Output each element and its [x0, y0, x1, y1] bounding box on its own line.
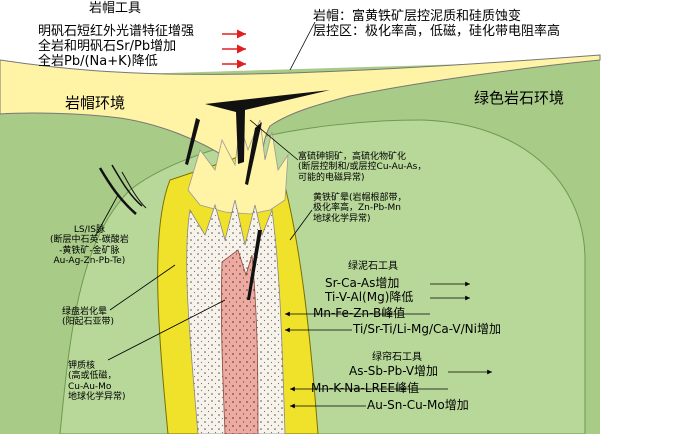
gossan-tool-1: 明矾石短红外光谱特征增强	[38, 24, 195, 39]
enargite-line-3: 可能的电磁异常)	[298, 172, 365, 183]
leader-enargite	[249, 119, 299, 161]
pyrite-line-1: 黄铁矿晕(岩帽根部带，	[313, 193, 407, 203]
enargite-line-1: 富硫砷铜矿，高硫化物矿化	[298, 152, 407, 162]
chlorite-tool-3: Mn-Fe-Zn-B峰值	[313, 306, 406, 320]
chlorite-halo-annotation: 绿盘岩化晕 (阳起石亚带)	[62, 307, 114, 328]
leader-vein	[95, 194, 119, 236]
enargite-vein-3	[247, 230, 262, 300]
chlorite-tool-2: Ti-V-Al(Mg)降低	[325, 290, 414, 304]
epidote-tool-1: As-Sb-Pb-V增加	[349, 364, 439, 378]
gossan-environment-label: 岩帽环境	[65, 94, 126, 112]
chlorite-halo-line-1: 绿盘岩化晕	[62, 307, 108, 317]
greenstone-environment-label: 绿色岩石环境	[474, 89, 565, 107]
pyrite-halo-annotation: 黄铁矿晕(岩帽根部带， 极化率高，Zn-Pb-Mn 地球化学异常)	[313, 193, 407, 224]
ls-is-vein-1	[98, 167, 137, 215]
enargite-line-2: (断层控制和/或层控Cu-Au-As，	[298, 162, 427, 173]
potassic-line-3: Cu-Au-Mo	[68, 381, 112, 392]
vein-line-1: LS/IS脉	[73, 225, 105, 235]
chlorite-tools-title: 绿泥石工具	[348, 261, 398, 272]
chlorite-halo-line-2: (阳起石亚带)	[62, 317, 115, 328]
epidote-tools-title: 绿帘石工具	[372, 352, 422, 363]
leader-potassic	[107, 299, 226, 361]
vein-annotation: LS/IS脉 (断层中石英-碳酸岩 -黄铁矿-金矿脉 Au-Ag-Zn-Pb-T…	[50, 225, 129, 266]
potassic-line-2: (高或低磁，	[68, 371, 117, 382]
leader-chlorite	[109, 264, 176, 311]
leader-gossan-desc	[289, 21, 316, 71]
gossan-desc-line2: 层控区：极化率高，低磁，硅化带电阻率高	[313, 24, 561, 39]
chlorite-tool-4: Ti/Sr-Ti/Li-Mg/Ca-V/Ni增加	[353, 322, 501, 336]
ls-is-vein-3	[121, 171, 147, 209]
gossan-desc-line1: 岩帽：富黄铁矿层控泥质和硅质蚀变	[313, 9, 522, 24]
enargite-vein-2	[245, 122, 262, 185]
gossan-tool-2: 全岩和明矾石Sr/Pb增加	[38, 39, 177, 54]
epidote-tool-3: Au-Sn-Cu-Mo增加	[367, 398, 469, 412]
gossan-root	[187, 119, 289, 215]
potassic-line-4: 地球化学异常)	[68, 392, 126, 403]
enargite-annotation: 富硫砷铜矿，高硫化物矿化 (断层控制和/或层控Cu-Au-As， 可能的电磁异常…	[298, 152, 426, 183]
epidote-tool-2: Mn-K-Na-LREE峰值	[311, 381, 420, 395]
leader-pyrite	[289, 209, 313, 241]
vein-line-3: -黄铁矿-金矿脉	[59, 245, 120, 256]
enargite-body	[205, 90, 330, 164]
pyrite-line-3: 地球化学异常)	[313, 213, 371, 224]
chlorite-tool-1: Sr-Ca-As增加	[325, 276, 400, 290]
vein-line-2: (断层中石英-碳酸岩	[50, 235, 129, 246]
gossan-zone	[0, 54, 601, 176]
enargite-vein-1	[185, 118, 200, 165]
potassic-line-1: 钾质核	[68, 361, 96, 371]
vein-line-4: Au-Ag-Zn-Pb-Te)	[53, 256, 126, 267]
ls-is-vein-2	[111, 164, 143, 207]
pyrite-line-2: 极化率高，Zn-Pb-Mn	[313, 203, 401, 214]
potassic-annotation: 钾质核 (高或低磁， Cu-Au-Mo 地球化学异常)	[68, 361, 126, 402]
gossan-tool-3: 全岩Pb/(Na+K)降低	[38, 54, 158, 69]
gossan-tools-title: 岩帽工具	[89, 1, 142, 16]
